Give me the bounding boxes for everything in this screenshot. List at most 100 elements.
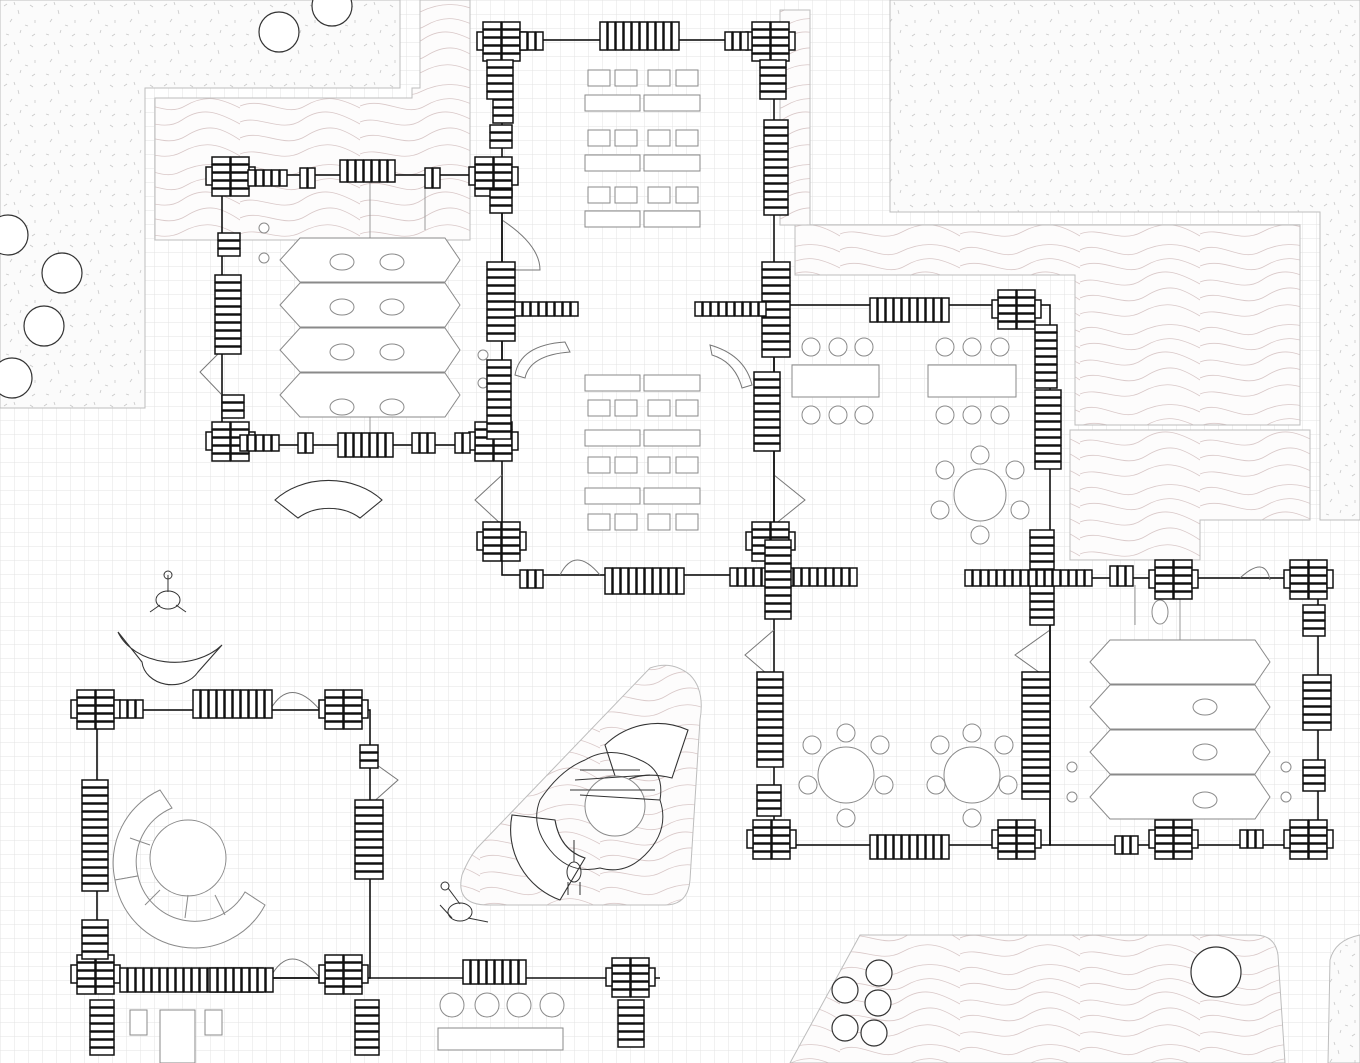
benches: [117, 479, 383, 686]
wall-brick: [1021, 783, 1051, 792]
wall-brick: [354, 1039, 380, 1048]
wall-brick: [1302, 690, 1332, 699]
wall-brick: [764, 595, 792, 604]
wall-brick: [369, 432, 378, 458]
wall-brick: [119, 967, 128, 993]
wall-brick: [1021, 671, 1051, 680]
wall-brick: [501, 521, 521, 530]
room-dining-east: [744, 304, 1051, 846]
wall-brick: [764, 571, 792, 580]
wall-brick: [343, 970, 363, 979]
wall-brick: [770, 29, 790, 38]
wall-brick: [763, 135, 789, 144]
wall-brick: [419, 432, 428, 454]
wall-brick: [81, 883, 109, 892]
wall-brick: [770, 45, 790, 54]
wall-brick: [763, 127, 789, 136]
wall-brick: [343, 721, 363, 730]
room-classroom-north: [474, 39, 806, 576]
wall-brick: [361, 964, 369, 984]
wall-brick: [1076, 569, 1085, 587]
wall-brick: [1255, 829, 1264, 849]
wall-brick: [486, 423, 512, 432]
wall-brick: [247, 434, 256, 452]
wall-brick: [648, 967, 656, 987]
wall-brick: [1021, 751, 1051, 760]
wall-brick: [761, 349, 791, 358]
wall-brick: [530, 301, 539, 317]
wall-brick: [1173, 583, 1193, 592]
wall-brick: [763, 119, 789, 128]
wall-brick: [753, 419, 781, 428]
wall-brick: [1122, 835, 1131, 855]
wall-brick: [361, 699, 369, 719]
wall-brick: [1016, 835, 1036, 844]
wall-brick: [432, 167, 441, 189]
wall-brick: [1302, 759, 1326, 768]
wall-brick: [604, 567, 613, 595]
wall-brick: [95, 689, 115, 698]
wall-brick: [76, 721, 96, 730]
wall-brick: [217, 248, 241, 257]
wall-brick: [489, 140, 513, 149]
wall-brick: [501, 529, 521, 538]
wall-brick: [233, 967, 242, 993]
wall-brick: [297, 432, 306, 454]
wall-brick: [771, 851, 791, 860]
wall-brick: [361, 432, 370, 458]
wall-brick: [1289, 575, 1309, 584]
wall-brick: [486, 91, 514, 100]
wall-brick: [620, 567, 629, 595]
wall-brick: [486, 309, 516, 318]
wall-brick: [1016, 289, 1036, 298]
wall-brick: [221, 394, 245, 403]
wall-brick: [1308, 567, 1328, 576]
wall-brick: [343, 713, 363, 722]
wall-brick: [817, 567, 826, 587]
wall-brick: [663, 21, 672, 51]
wall-brick: [759, 83, 787, 92]
wall-brick: [1308, 819, 1328, 828]
wall-brick: [519, 31, 528, 51]
wall-brick: [763, 199, 789, 208]
wall-brick: [486, 293, 516, 302]
wall-brick: [997, 313, 1017, 322]
wall-brick: [217, 967, 226, 993]
wall-brick: [95, 986, 115, 995]
wall-brick: [482, 37, 502, 46]
wall-brick: [1016, 843, 1036, 852]
wall-brick: [941, 297, 950, 323]
wall-brick: [756, 800, 782, 809]
wall-brick: [763, 143, 789, 152]
wall-brick: [1154, 583, 1174, 592]
wall-brick: [230, 188, 250, 197]
wall-brick: [1016, 851, 1036, 860]
wall-brick: [1012, 569, 1021, 587]
wall-brick: [718, 301, 727, 317]
wall-brick: [345, 432, 354, 458]
wall-brick: [770, 529, 790, 538]
wall-brick: [1068, 569, 1077, 587]
wall-brick: [1016, 305, 1036, 314]
wall-brick: [1154, 819, 1174, 828]
wall-brick: [660, 567, 669, 595]
wall-brick: [343, 962, 363, 971]
wall-brick: [893, 834, 902, 860]
wall-brick: [501, 553, 521, 562]
wall-brick: [756, 727, 784, 736]
wall-brick: [482, 29, 502, 38]
wall-brick: [1034, 461, 1062, 470]
wall-brick: [489, 189, 513, 198]
wall-brick: [462, 432, 471, 454]
wall-brick: [1021, 791, 1051, 800]
wall-brick: [756, 719, 784, 728]
wall-brick: [1302, 775, 1326, 784]
wall-brick: [917, 297, 926, 323]
wall-brick: [95, 962, 115, 971]
wall-brick: [502, 959, 511, 985]
wall-brick: [612, 567, 621, 595]
wall-brick: [652, 567, 661, 595]
wall-brick: [647, 21, 656, 51]
wall-brick: [81, 867, 109, 876]
wall-brick: [752, 827, 772, 836]
